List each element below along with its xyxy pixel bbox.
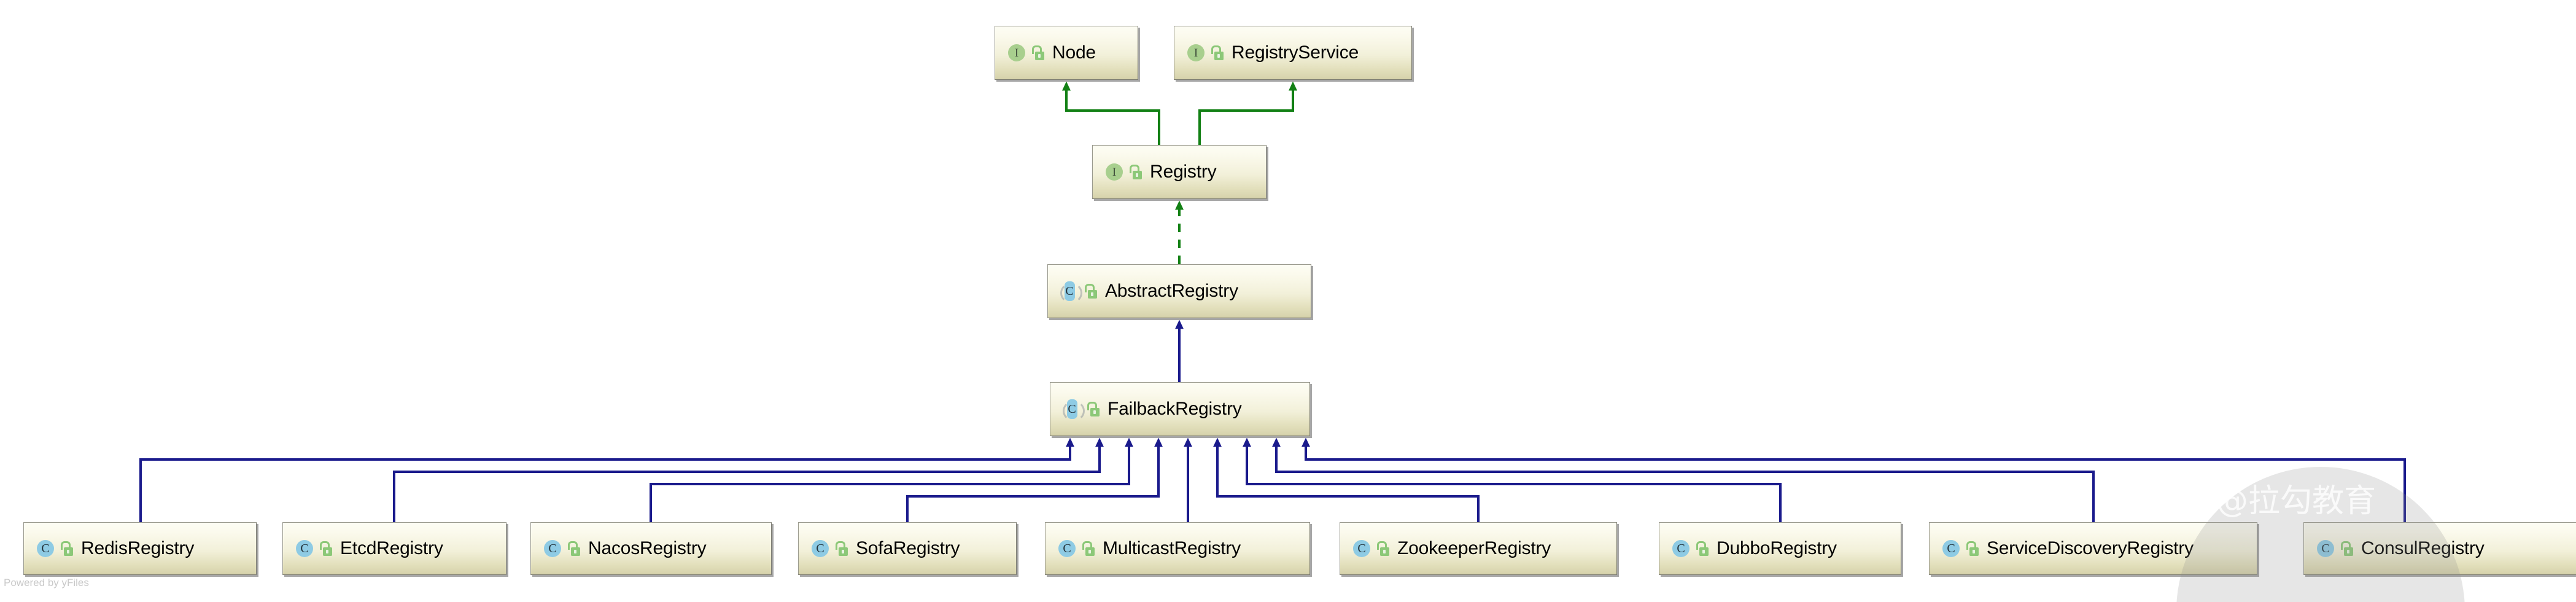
class-icon: C [2315,538,2336,559]
class-icon: C [294,538,315,559]
abstract-class-icon: C [1059,281,1082,303]
edge-sofaregistry-to-failbackregistry [906,437,1163,522]
uml-node-failback-registry[interactable]: C FailbackRegistry [1050,382,1310,436]
uml-node-label: Registry [1150,162,1217,182]
uml-node-etcd-registry[interactable]: C EtcdRegistry [282,522,506,575]
uml-node-service-discovery-registry[interactable]: C ServiceDiscoveryRegistry [1929,522,2257,575]
uml-node-label: RedisRegistry [81,538,195,558]
uml-node-label: MulticastRegistry [1103,538,1241,558]
class-icon: C [1351,538,1372,559]
uml-node-label: AbstractRegistry [1105,281,1238,301]
uml-node-label: ServiceDiscoveryRegistry [1987,538,2194,558]
class-icon: C [1057,538,1077,559]
uml-node-label: Node [1052,42,1096,63]
edge-redisregistry-to-failbackregistry [139,437,1074,522]
watermark-text: @拉勾教育 [2216,483,2376,520]
interface-icon: I [1006,42,1027,63]
open-lock-icon [1084,283,1098,299]
uml-node-multicast-registry[interactable]: C MulticastRegistry [1045,522,1310,575]
class-icon: C [1941,538,1961,559]
edge-etcdregistry-to-failbackregistry [393,437,1104,522]
uml-node-redis-registry[interactable]: C RedisRegistry [23,522,257,575]
interface-icon: I [1104,162,1125,182]
abstract-class-icon: C [1061,399,1085,421]
uml-node-registry-service[interactable]: I RegistryService [1174,26,1412,80]
uml-node-label: ZookeeperRegistry [1397,538,1551,558]
uml-node-label: FailbackRegistry [1108,399,1242,419]
uml-node-registry[interactable]: I Registry [1092,145,1267,199]
open-lock-icon [1129,164,1143,180]
uml-node-label: NacosRegistry [588,538,707,558]
uml-node-label: DubboRegistry [1717,538,1837,558]
open-lock-icon [1211,45,1224,61]
class-icon: C [35,538,56,559]
uml-node-abstract-registry[interactable]: C AbstractRegistry [1047,264,1311,318]
class-icon: C [542,538,563,559]
open-lock-icon [835,541,848,557]
uml-node-node[interactable]: I Node [995,26,1138,80]
class-icon: C [1670,538,1691,559]
uml-node-nacos-registry[interactable]: C NacosRegistry [530,522,772,575]
yfiles-credit-label: Powered by yFiles [4,577,89,588]
open-lock-icon [567,541,581,557]
class-icon: C [810,538,831,559]
edge-registry-to-registryservice [1198,81,1297,145]
uml-node-label: SofaRegistry [856,538,960,558]
uml-node-dubbo-registry[interactable]: C DubboRegistry [1659,522,1901,575]
open-lock-icon [2340,541,2354,557]
open-lock-icon [1082,541,1095,557]
uml-node-sofa-registry[interactable]: C SofaRegistry [798,522,1017,575]
open-lock-icon [1966,541,1979,557]
open-lock-icon [319,541,333,557]
edge-nacosregistry-to-failbackregistry [650,437,1133,522]
uml-node-label: ConsulRegistry [2361,538,2485,558]
edge-consulregistry-to-failbackregistry [1302,437,2406,522]
edge-zookeeperregistry-to-failbackregistry [1213,437,1480,522]
open-lock-icon [1696,541,1709,557]
interface-icon: I [1185,42,1206,63]
uml-node-label: EtcdRegistry [340,538,443,558]
open-lock-icon [1087,401,1100,417]
open-lock-icon [1031,45,1045,61]
uml-node-label: RegistryService [1232,42,1359,63]
uml-node-consul-registry[interactable]: C ConsulRegistry [2303,522,2576,575]
open-lock-icon [60,541,74,557]
edge-registry-to-node [1062,81,1160,145]
uml-node-zookeeper-registry[interactable]: C ZookeeperRegistry [1340,522,1617,575]
open-lock-icon [1376,541,1390,557]
edge-dubboregistry-to-failbackregistry [1243,437,1782,522]
edge-servicediscoveryregistry-to-failbackregistry [1272,437,2095,522]
